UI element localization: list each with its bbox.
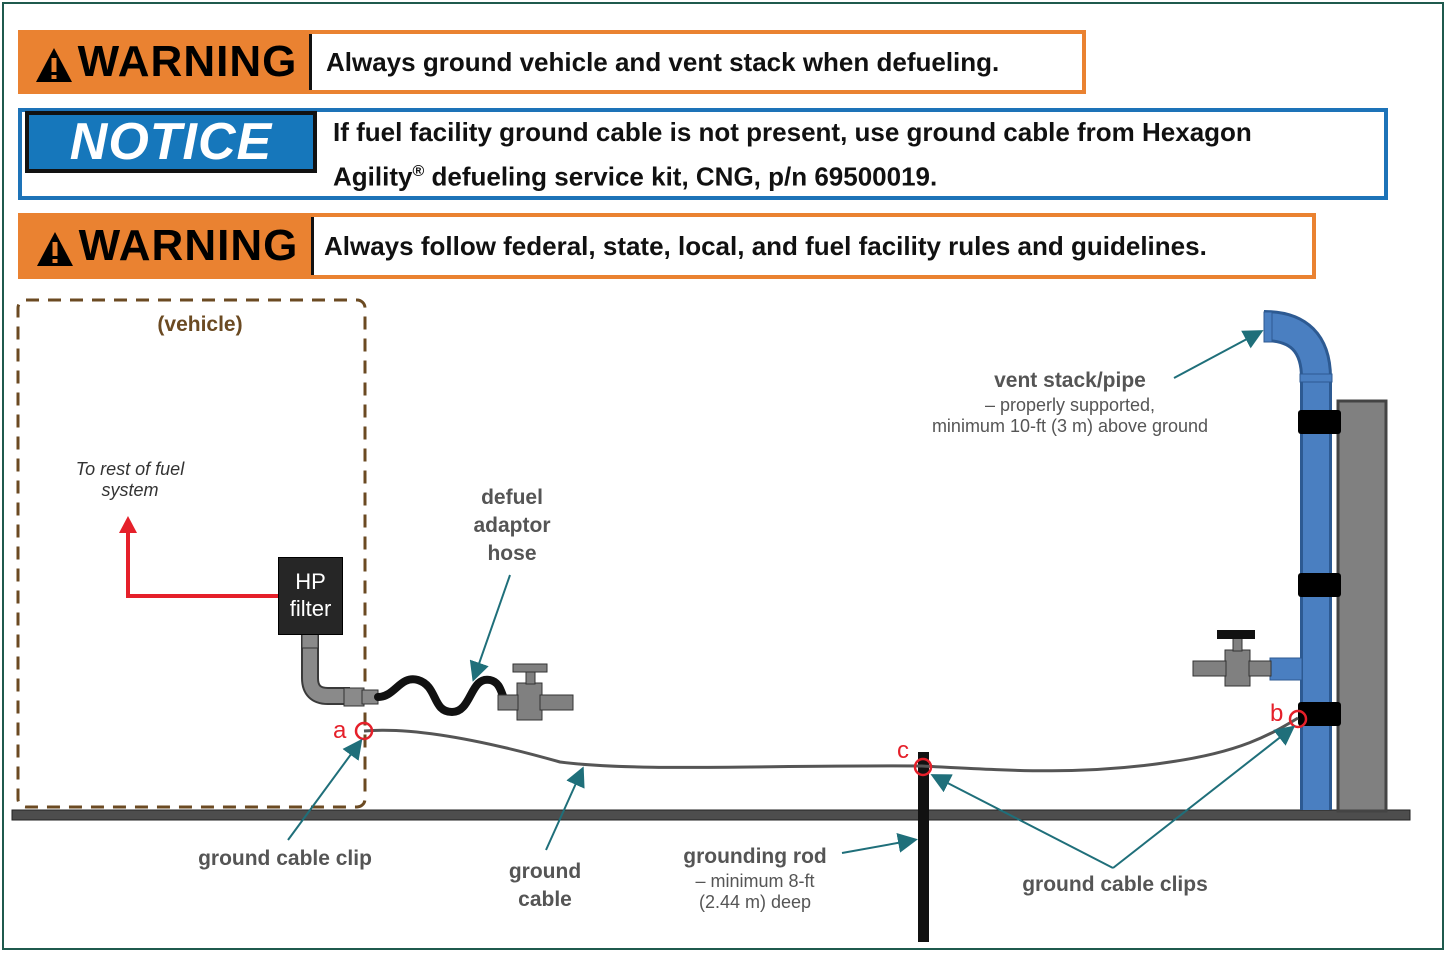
pipe-clamp <box>1298 410 1341 434</box>
vent-valve-body <box>1224 649 1251 687</box>
notice-line-2-rest: defueling service kit, CNG, p/n 69500019… <box>424 161 938 192</box>
warning-triangle-icon <box>36 232 73 266</box>
fuel-system-line-1: To rest of fuel <box>75 459 185 479</box>
defuel-hose-line-2: adaptor <box>473 514 551 537</box>
ground-cable-label: ground cable <box>480 858 610 914</box>
warning-1-text: Always ground vehicle and vent stack whe… <box>326 47 1000 77</box>
callout-arrow-clip-a <box>287 738 363 841</box>
clip-point-a <box>354 721 374 741</box>
callout-arrow-clip-b <box>1112 725 1296 869</box>
notice-label: NOTICE <box>69 113 273 171</box>
warning-signal-word: WARNING <box>22 34 312 90</box>
vent-stack-cap <box>1299 373 1333 383</box>
notice-line-2: Agility® defueling service kit, CNG, p/n… <box>333 152 1252 197</box>
grounding-rod <box>918 752 929 942</box>
clip-point-b <box>1288 709 1308 729</box>
red-up-arrow-icon <box>119 516 137 533</box>
notice-agility: Agility <box>333 161 413 192</box>
warning-signal-word-2: WARNING <box>22 217 314 275</box>
hp-filter-line-1: HP <box>295 569 326 594</box>
callout-arrow-hose <box>469 574 511 682</box>
ground-cable-line-2: cable <box>518 888 572 911</box>
warning-1-label: WARNING <box>77 37 298 86</box>
point-label-b: b <box>1270 700 1284 727</box>
clip-point-c <box>913 757 933 777</box>
point-label-a: a <box>333 717 347 744</box>
hose-coupling-left <box>343 687 365 707</box>
defuel-hose-line-1: defuel <box>481 486 543 509</box>
warning-2-label: WARNING <box>78 221 299 270</box>
notice-signal-word: NOTICE <box>25 111 317 173</box>
vent-stack-title: vent stack/pipe <box>994 369 1146 392</box>
grounding-rod-line-1: – minimum 8-ft <box>695 871 815 892</box>
ground-cable <box>363 716 1299 773</box>
vent-valve-handle <box>1217 630 1255 639</box>
grounding-rod-label: grounding rod – minimum 8-ft (2.44 m) de… <box>660 845 850 913</box>
vehicle-outline <box>16 298 367 809</box>
ground-cable-clip-label: ground cable clip <box>198 847 372 870</box>
grounding-rod-line-2: (2.44 m) deep <box>698 891 812 912</box>
warning-banner-2: WARNING Always follow federal, state, lo… <box>18 213 1316 279</box>
fuel-system-label: To rest of fuel system <box>40 459 220 500</box>
notice-text: If fuel facility ground cable is not pre… <box>317 112 1252 197</box>
vent-stack-line-2: minimum 10-ft (3 m) above ground <box>931 415 1209 436</box>
pipe-clamp <box>1298 702 1341 726</box>
grounding-rod-title: grounding rod <box>683 845 827 868</box>
pipe-clamp <box>1298 573 1341 597</box>
warning-2-text: Always follow federal, state, local, and… <box>324 231 1207 261</box>
vent-inlet-stub <box>1269 657 1303 681</box>
adaptor-valve-body <box>516 682 543 721</box>
fuel-line <box>126 532 278 598</box>
hp-filter: HP filter <box>278 557 343 635</box>
notice-line-1: If fuel facility ground cable is not pre… <box>333 116 1252 147</box>
ground-cable-line-1: ground <box>508 860 582 883</box>
callout-arrow-clip-c <box>930 774 1114 869</box>
defuel-hose-label: defuel adaptor hose <box>452 484 572 568</box>
callout-arrow-vent <box>1173 330 1264 379</box>
registered-mark: ® <box>412 162 425 180</box>
notice-banner: NOTICE If fuel facility ground cable is … <box>18 108 1388 200</box>
warning-triangle-icon <box>35 48 72 82</box>
warning-banner-1: WARNING Always ground vehicle and vent s… <box>18 30 1086 94</box>
callout-arrow-rod <box>841 833 918 854</box>
fuel-system-line-2: system <box>101 479 159 500</box>
ground-surface <box>11 809 1411 821</box>
adaptor-valve-handle <box>512 663 548 673</box>
point-label-c: c <box>897 737 909 764</box>
vent-stack-label: vent stack/pipe – properly supported, mi… <box>900 369 1240 437</box>
defuel-hose-line-3: hose <box>487 542 537 565</box>
vent-stack-line-1: – properly supported, <box>984 395 1156 416</box>
defuel-hose <box>374 675 516 717</box>
callout-arrow-cable <box>545 766 585 851</box>
vehicle-label: (vehicle) <box>157 313 243 336</box>
ground-cable-clips-label: ground cable clips <box>1022 873 1208 896</box>
support-post <box>1336 399 1388 813</box>
hp-filter-line-2: filter <box>289 596 332 621</box>
